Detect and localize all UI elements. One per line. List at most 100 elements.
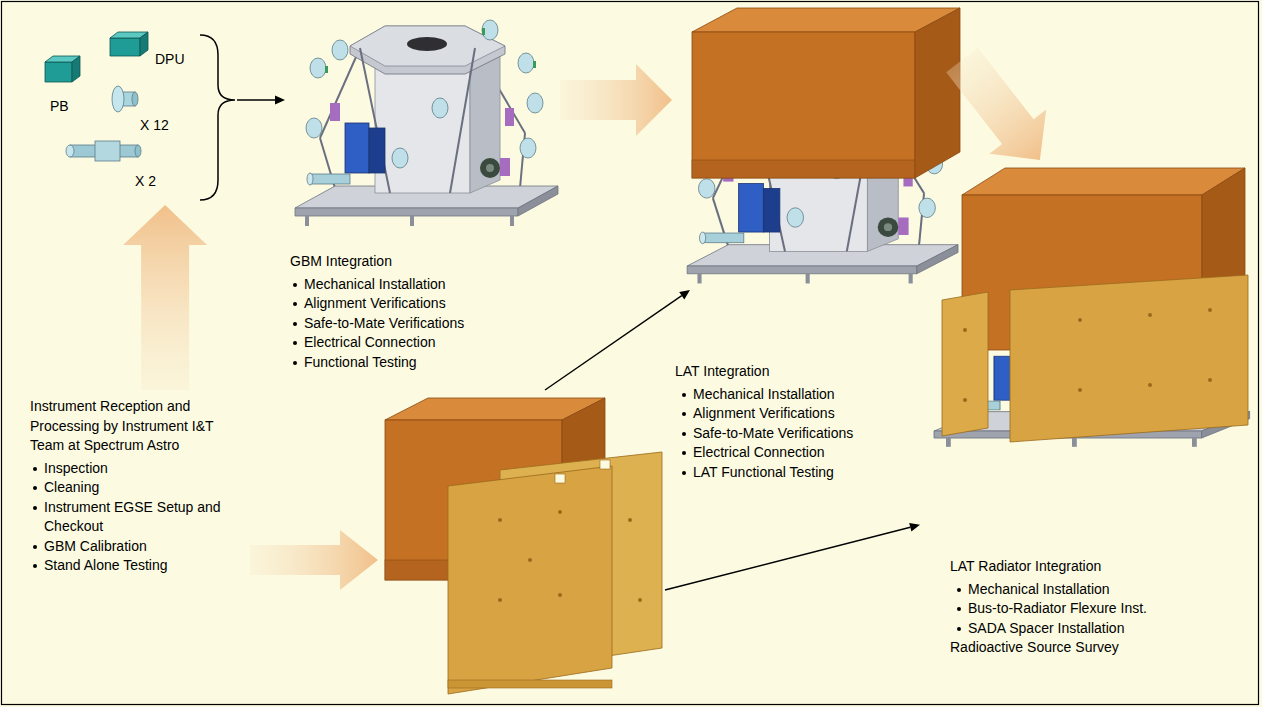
flow-arrow-shape [123,205,207,390]
part-label: PB [50,97,69,117]
component-parts [45,32,148,161]
step-text: Safe-to-Mate Verifications [304,314,464,334]
list-item: Bus-to-Radiator Flexure Inst. [950,599,1240,619]
flow-arrow [560,64,672,136]
list-item: Functional Testing [290,353,550,373]
flow-arrow-shape [560,64,672,136]
bullet-dot [33,545,37,549]
stage-heading: GBM Integration [290,252,550,272]
flow-arrow-shape [946,48,1046,160]
component-parts-polygon [45,62,72,82]
step-text: Mechanical Installation [693,385,835,405]
received-instruments-figure-g-circle [498,518,502,522]
step-text: Electrical Connection [304,333,436,353]
connector-arrow [545,290,690,390]
step-text: Functional Testing [304,353,417,373]
received-instruments-figure-g-circle [628,518,632,522]
received-instruments-figure-rect [448,680,612,688]
bullet-dot [957,588,961,592]
step-text: Alignment Verifications [304,294,446,314]
list-item: Mechanical Installation [290,275,550,295]
list-item: SADA Spacer Installation [950,619,1240,639]
received-instruments-figure-g [498,510,642,602]
arrow-head [679,290,690,299]
received-instruments-figure-g-circle [558,510,562,514]
bullet-dot [293,341,297,345]
lat-integration-figure-rect [692,160,915,178]
bracket [200,35,235,200]
radiator-integration-figure-g-circle [1078,388,1082,392]
list-item: Alignment Verifications [675,404,935,424]
received-instruments-figure-g-circle [638,598,642,602]
bullet-dot [682,471,686,475]
list-item: Electrical Connection [675,443,935,463]
list-item: Alignment Verifications [290,294,550,314]
bullet-dot [33,506,37,510]
received-instruments-figure [250,398,662,694]
list-item: Instrument EGSE Setup and Checkout [30,498,245,537]
list-item: GBM Calibration [30,537,245,557]
arrow-head [909,523,920,532]
stage-caption: Instrument Reception and Processing by I… [30,397,245,576]
stage-caption: LAT Radiator IntegrationMechanical Insta… [950,557,1240,658]
radiator-integration-figure-polygon [1010,275,1248,442]
component-parts-polygon [110,38,140,56]
connector-line [545,296,682,390]
radiator-integration-figure-polygon [962,168,1245,195]
list-item: Cleaning [30,478,245,498]
list-item: Stand Alone Testing [30,556,245,576]
lat-integration-figure-rect [692,32,915,178]
flow-arrow [123,205,207,390]
lat-integration-figure-polygon [692,8,960,32]
radiator-integration-figure-g-circle [1208,378,1212,382]
step-text: LAT Functional Testing [693,463,834,483]
received-instruments-figure-rect [600,460,610,469]
step-text: Safe-to-Mate Verifications [693,424,853,444]
bullet-dot [957,627,961,631]
component-parts-ellipse [135,145,141,157]
lat-integration-figure [687,8,960,283]
connector-arrow [237,96,285,105]
list-item: Mechanical Installation [675,385,935,405]
part-label: X 2 [135,172,156,192]
bullet-dot [33,467,37,471]
step-text: GBM Calibration [44,537,147,557]
bullet-dot [682,432,686,436]
arrow-head [275,96,285,105]
stage-node: LAT Radiator IntegrationMechanical Insta… [920,160,1255,540]
component-parts-polygon [72,56,80,82]
radiator-integration-figure-g-circle [963,328,967,332]
radiator-integration-figure-g [963,308,1212,402]
radiator-integration-figure-g-circle [1148,313,1152,317]
list-item: Radioactive Source Survey [950,638,1240,658]
received-instruments-figure-rect [555,474,565,483]
lat-integration-figure-polygon [915,8,960,178]
received-instruments-figure-g-circle [528,558,532,562]
bullet-dot [33,486,37,490]
list-item: LAT Functional Testing [675,463,935,483]
step-text: Mechanical Installation [968,580,1110,600]
component-parts-ellipse [112,86,124,112]
step-text: Cleaning [44,478,99,498]
connector-line [665,527,910,590]
radiator-integration-figure [934,168,1250,447]
stage-node: LAT IntegrationMechanical InstallationAl… [672,5,962,290]
stage-heading: LAT Integration [675,362,935,382]
note-text: Radioactive Source Survey [950,638,1119,658]
radiator-integration-figure-g-circle [1078,318,1082,322]
received-instruments-figure-g-circle [558,593,562,597]
step-text: Alignment Verifications [693,404,835,424]
list-item: Inspection [30,459,245,479]
bullet-dot [957,607,961,611]
step-text: Inspection [44,459,108,479]
step-text: Stand Alone Testing [44,556,168,576]
bullet-dot [33,564,37,568]
bullet-dot [682,451,686,455]
connector-arrow [665,523,920,590]
stage-node: Instrument Reception and Processing by I… [25,390,665,700]
radiator-integration-figure-g-circle [1208,308,1212,312]
received-instruments-figure-g-circle [498,598,502,602]
step-text: Bus-to-Radiator Flexure Inst. [968,599,1147,619]
